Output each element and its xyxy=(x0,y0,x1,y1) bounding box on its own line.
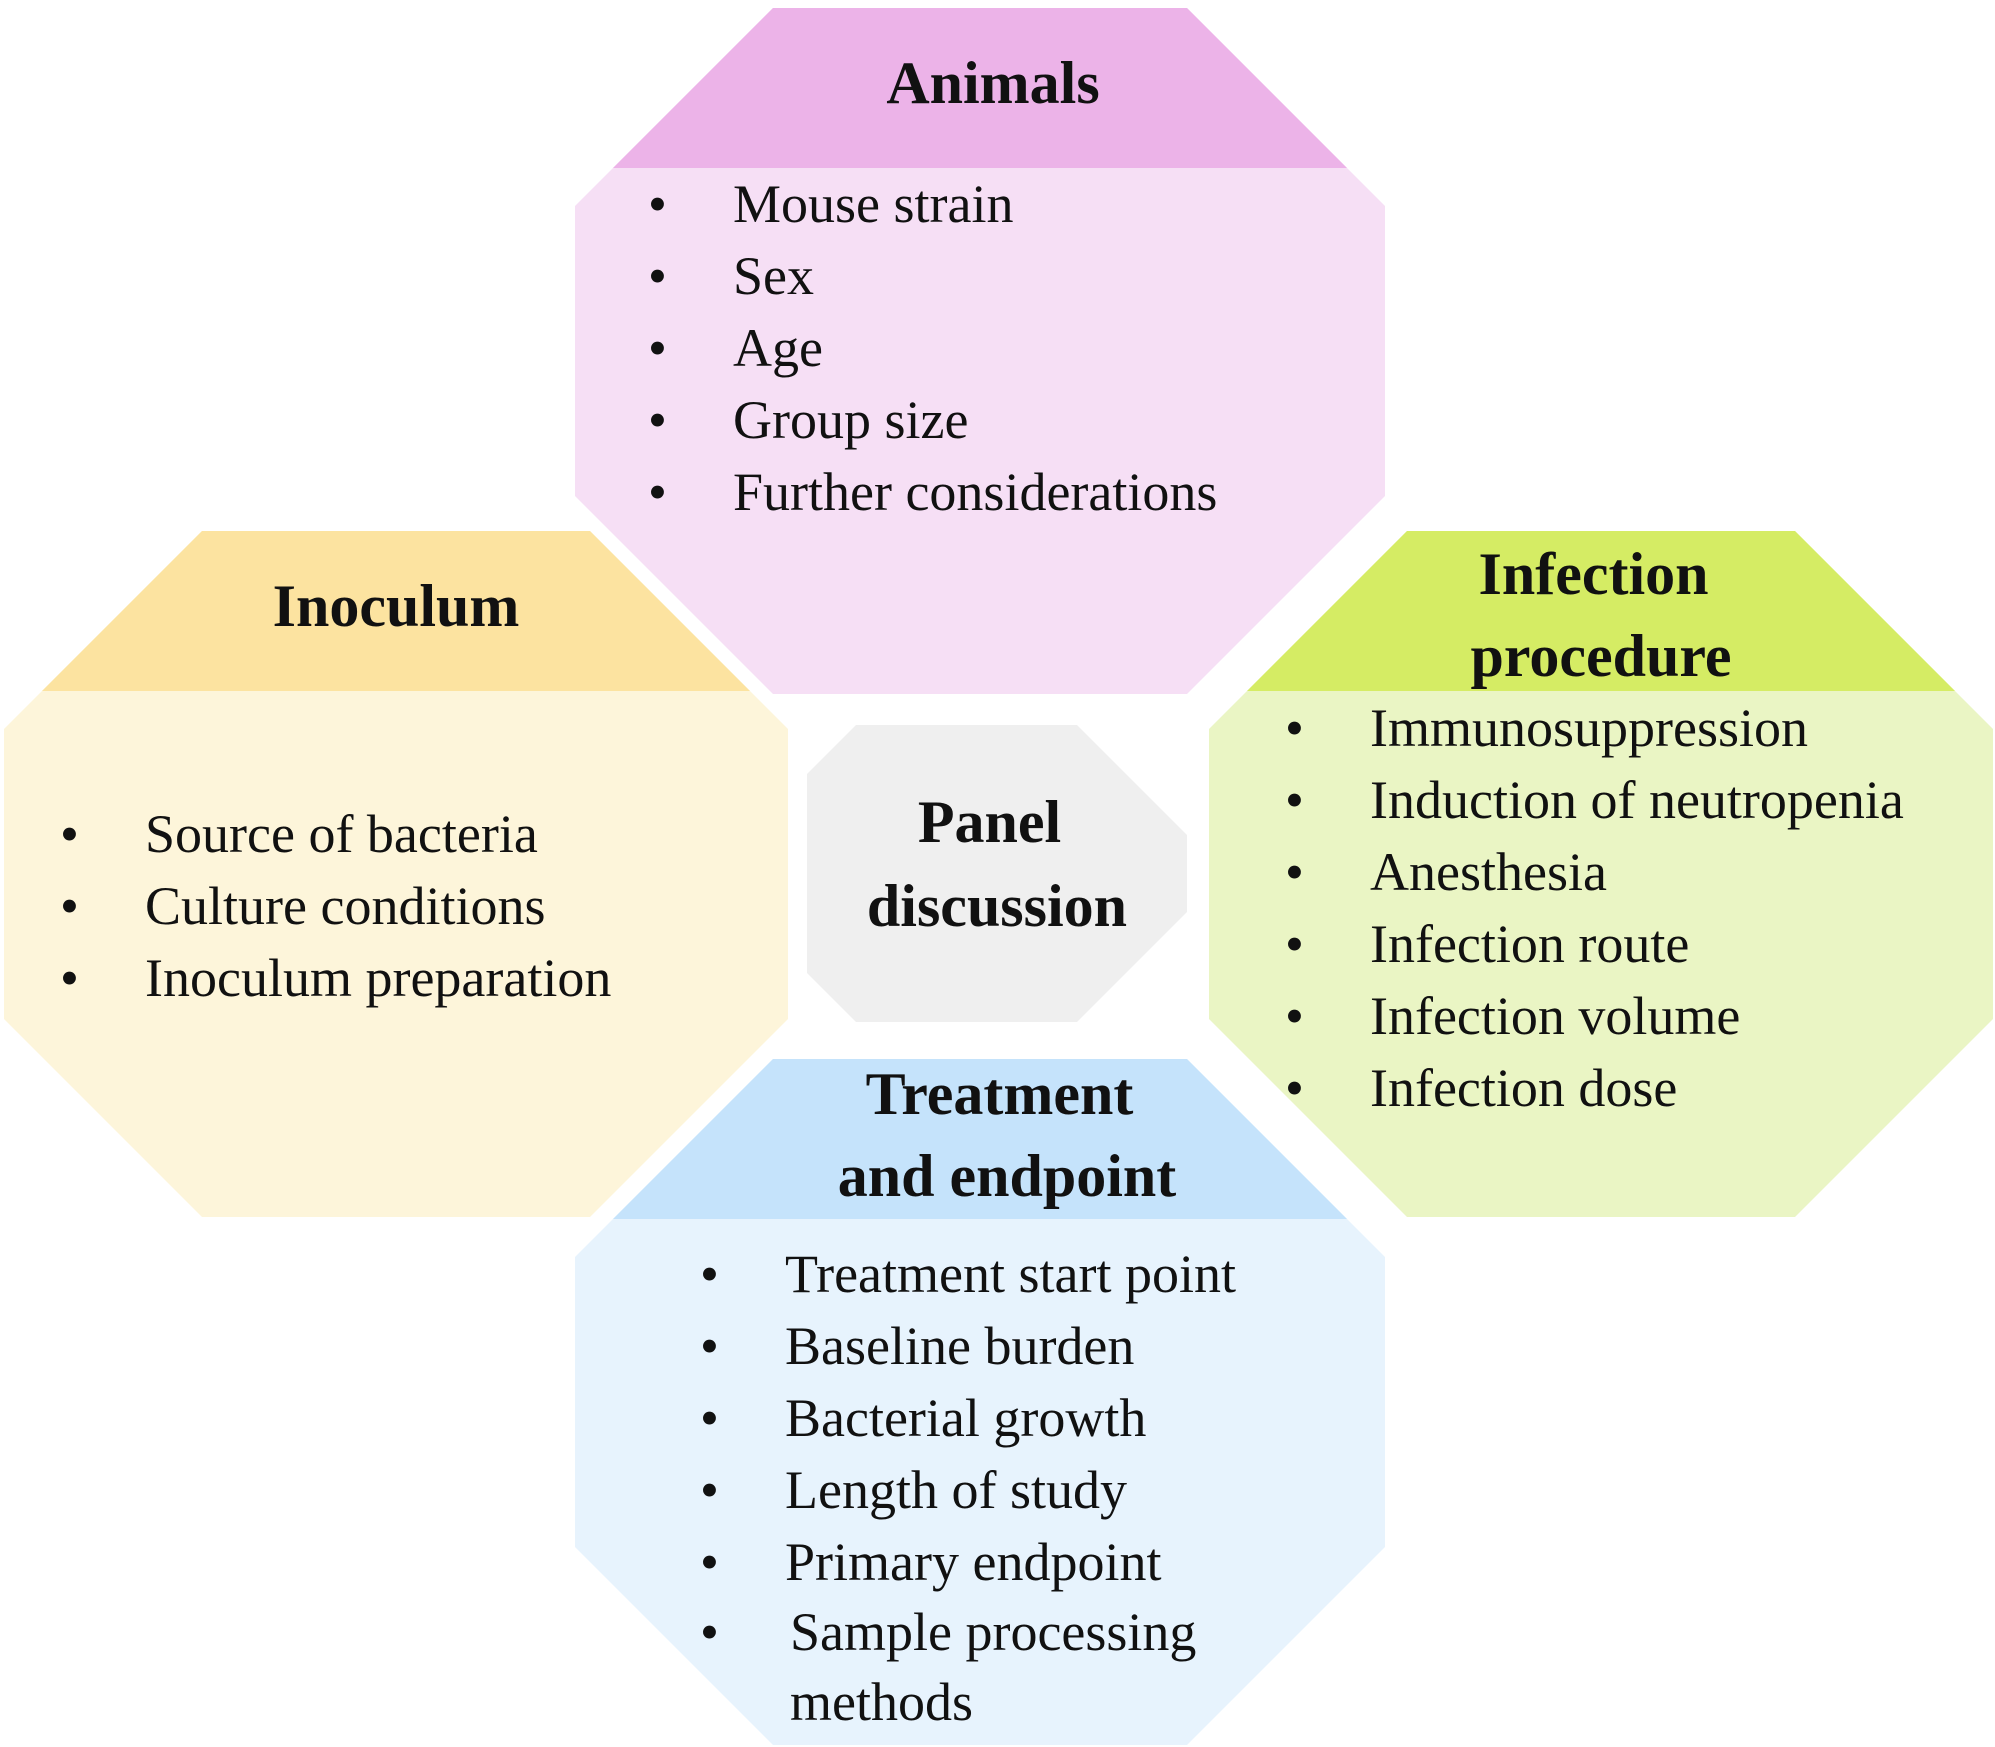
list-item: Further considerations xyxy=(733,462,1217,522)
panel-treatment-title: Treatment and endpoint xyxy=(838,1061,1177,1209)
panel-animals: Animals • Mouse strain • Sex • Age • Gro… xyxy=(575,8,1385,694)
list-item: Source of bacteria xyxy=(145,804,538,864)
list-item: Bacterial growth xyxy=(785,1388,1146,1448)
list-item: Group size xyxy=(733,390,968,450)
list-item: Inoculum preparation xyxy=(145,948,611,1008)
bullet-icon: • xyxy=(1285,842,1304,902)
bullet-icon: • xyxy=(700,1532,719,1592)
list-item: Anesthesia xyxy=(1370,842,1607,902)
bullet-icon: • xyxy=(700,1460,719,1520)
bullet-icon: • xyxy=(648,390,667,450)
list-item-line: Sample processing xyxy=(790,1602,1196,1662)
panel-treatment-endpoint: Treatment and endpoint • Treatment start… xyxy=(575,1059,1385,1745)
list-item: Culture conditions xyxy=(145,876,545,936)
list-item: Infection route xyxy=(1370,914,1689,974)
bullet-icon: • xyxy=(700,1388,719,1448)
list-item: Primary endpoint xyxy=(785,1532,1161,1592)
list-item: Treatment start point xyxy=(785,1244,1236,1304)
bullet-icon: • xyxy=(648,462,667,522)
list-item: Mouse strain xyxy=(733,174,1013,234)
list-item-line: methods xyxy=(790,1672,973,1732)
center-title: Panel discussion xyxy=(867,789,1127,939)
bullet-icon: • xyxy=(648,246,667,306)
panel-inoculum-list: • Source of bacteria • Culture condition… xyxy=(60,804,611,1008)
center-panel-discussion: Panel discussion xyxy=(807,725,1187,1022)
panel-inoculum-title: Inoculum xyxy=(273,573,520,639)
bullet-icon: • xyxy=(1285,698,1304,758)
list-item: Sample processing methods xyxy=(790,1602,1210,1732)
list-item: Infection dose xyxy=(1370,1058,1677,1118)
list-item: Immunosuppression xyxy=(1370,698,1808,758)
panel-infection-list: • Immunosuppression • Induction of neutr… xyxy=(1285,698,1904,1118)
list-item: Length of study xyxy=(785,1460,1127,1520)
bullet-icon: • xyxy=(700,1244,719,1304)
panel-animals-title: Animals xyxy=(886,50,1099,116)
center-octagon-shape xyxy=(807,725,1187,1022)
bullet-icon: • xyxy=(1285,1058,1304,1118)
panel-infection-procedure: Infection procedure • Immunosuppression … xyxy=(1209,531,1993,1217)
bullet-icon: • xyxy=(700,1316,719,1376)
panel-inoculum: Inoculum • Source of bacteria • Culture … xyxy=(4,531,788,1217)
list-item: Sex xyxy=(733,246,814,306)
bullet-icon: • xyxy=(1285,986,1304,1046)
bullet-icon: • xyxy=(60,804,79,864)
list-item: Baseline burden xyxy=(785,1316,1134,1376)
bullet-icon: • xyxy=(60,876,79,936)
panel-treatment-list: • Treatment start point • Baseline burde… xyxy=(700,1244,1236,1732)
bullet-icon: • xyxy=(648,318,667,378)
bullet-icon: • xyxy=(1285,914,1304,974)
list-item: Age xyxy=(733,318,823,378)
bullet-icon: • xyxy=(648,174,667,234)
list-item: Infection volume xyxy=(1370,986,1740,1046)
panel-animals-list: • Mouse strain • Sex • Age • Group size … xyxy=(648,174,1217,522)
list-item: Induction of neutropenia xyxy=(1370,770,1904,830)
bullet-icon: • xyxy=(1285,770,1304,830)
bullet-icon: • xyxy=(60,948,79,1008)
bullet-icon: • xyxy=(700,1602,719,1662)
panel-infection-title: Infection procedure xyxy=(1470,541,1731,689)
